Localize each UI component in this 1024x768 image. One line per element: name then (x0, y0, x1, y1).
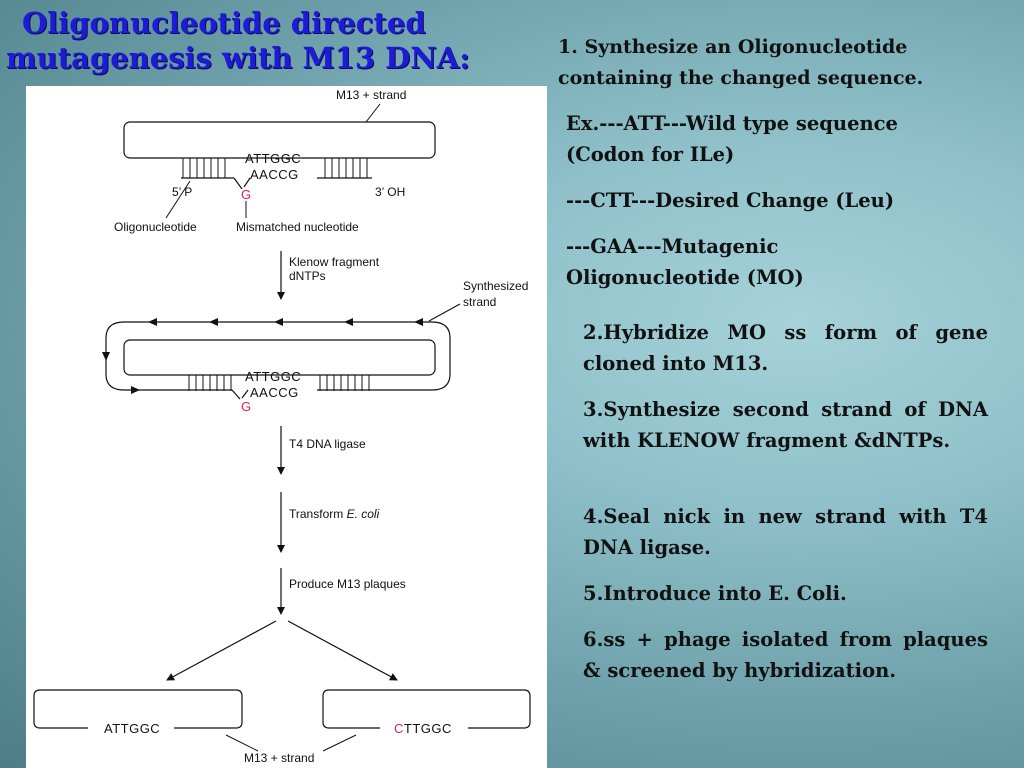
transform-prefix: Transform (289, 507, 347, 521)
m13-label-pointer-top (365, 103, 381, 123)
klenow-label-line2: dNTPs (289, 269, 326, 283)
step1-line1: 1. Synthesize an Oligonucleotide (558, 36, 908, 58)
complement-sequence-1: AACCG (250, 167, 299, 182)
m13-plus-strand-label-top: M13 + strand (336, 88, 406, 102)
desired-change: ---CTT---Desired Change (Leu) (566, 189, 895, 212)
mutagenic-line2: Oligonucleotide (MO) (566, 266, 804, 289)
complement-sequence-2: AACCG (250, 385, 299, 400)
transform-ecoli: E. coli (347, 507, 380, 521)
step1-line2: containing the changed sequence. (558, 67, 924, 89)
slide-title: Oligonucleotide directed mutagenesis wit… (6, 6, 526, 76)
wild-type-sequence-2: ATTGGC (245, 369, 301, 384)
wild-type-sequence-1: ATTGGC (245, 151, 301, 166)
title-line-1: Oligonucleotide directed (22, 6, 426, 40)
arrow-to-wild-type (166, 620, 277, 681)
synthesized-strand-label-line2: strand (463, 295, 496, 309)
oligo-hybrid-1 (181, 158, 372, 190)
mismatch-base-1: G (241, 187, 252, 202)
diagram-svg: M13 + strand ATTGGC AACCG G 5’ P 3’ OH O… (33, 88, 531, 765)
wild-type-result-sequence: ATTGGC (104, 721, 160, 736)
mutant-result-sequence: CTTGGC (394, 721, 452, 736)
step-3: 3.Synthesize second strand of DNA with K… (583, 398, 988, 452)
example-line2: (Codon for ILe) (566, 143, 735, 166)
synthesized-pointer (428, 303, 461, 322)
mutagenesis-diagram: M13 + strand ATTGGC AACCG G 5’ P 3’ OH O… (26, 86, 547, 768)
mutant-base: C (394, 721, 404, 736)
m13-circular-strand-2 (123, 339, 436, 376)
synthesized-strand-arrows (102, 318, 423, 394)
mismatch-base-2: G (241, 399, 252, 414)
m13-circular-strand-1 (123, 121, 436, 159)
wild-type-m13-strand (33, 689, 243, 729)
bottom-pointer-right (322, 734, 357, 752)
title-line-2: mutagenesis with M13 DNA: (6, 40, 470, 75)
transform-label: Transform E. coli (289, 507, 380, 521)
t4-ligase-label: T4 DNA ligase (289, 437, 366, 451)
oligonucleotide-label: Oligonucleotide (114, 220, 197, 234)
synthesized-strand-label-line1: Synthesized (463, 279, 528, 293)
klenow-label-line1: Klenow fragment (289, 255, 380, 269)
mutagenic-line1: ---GAA---Mutagenic (566, 235, 779, 258)
example-wild-type: Ex.---ATT---Wild type sequence (Codon fo… (566, 108, 1006, 170)
step-4: 4.Seal nick in new strand with T4 DNA li… (583, 505, 988, 559)
arrow-to-mutant (287, 620, 398, 681)
step-6: 6.ss + phage isolated from plaques & scr… (583, 628, 988, 682)
mutant-m13-strand (322, 689, 531, 729)
mismatched-nucleotide-label: Mismatched nucleotide (236, 220, 359, 234)
bottom-pointer-left (225, 734, 259, 752)
oligo-hybrid-2 (188, 375, 370, 400)
m13-plus-strand-label-bottom: M13 + strand (244, 751, 314, 765)
mutant-rest: TTGGC (404, 721, 452, 736)
step-1: 1. Synthesize an Oligonucleotide contain… (558, 32, 1018, 94)
mutagenic-oligo: ---GAA---Mutagenic Oligonucleotide (MO) (566, 231, 1006, 293)
step-5: 5.Introduce into E. Coli. (583, 582, 847, 605)
oligo-pointer (165, 180, 191, 219)
example-line1: Ex.---ATT---Wild type sequence (566, 112, 898, 135)
three-oh-label: 3’ OH (375, 185, 405, 199)
five-prime-label: 5’ P (172, 185, 192, 199)
step-2: 2.Hybridize MO ss form of gene cloned in… (583, 321, 988, 375)
produce-plaques-label: Produce M13 plaques (289, 577, 406, 591)
